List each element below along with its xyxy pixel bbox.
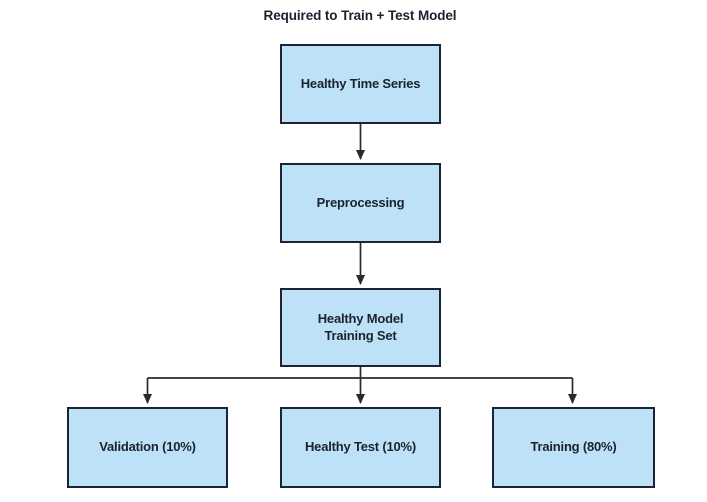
node-healthy-model-training-set: Healthy Model Training Set xyxy=(280,288,441,367)
node-healthy-time-series: Healthy Time Series xyxy=(280,44,441,124)
node-training-label: Training (80%) xyxy=(530,439,617,455)
node-healthy-test: Healthy Test (10%) xyxy=(280,407,441,488)
node-validation-label: Validation (10%) xyxy=(99,439,196,455)
node-healthy-time-series-label: Healthy Time Series xyxy=(300,75,421,91)
node-preprocessing-label: Preprocessing xyxy=(316,194,405,210)
edge-branch-rail xyxy=(147,367,573,379)
node-validation: Validation (10%) xyxy=(67,407,228,488)
node-healthy-test-label: Healthy Test (10%) xyxy=(304,439,417,455)
node-healthy-model-training-set-label: Healthy Model Training Set xyxy=(317,311,404,343)
diagram-title: Required to Train + Test Model xyxy=(263,8,457,23)
node-training: Training (80%) xyxy=(492,407,655,488)
node-preprocessing: Preprocessing xyxy=(280,163,441,243)
